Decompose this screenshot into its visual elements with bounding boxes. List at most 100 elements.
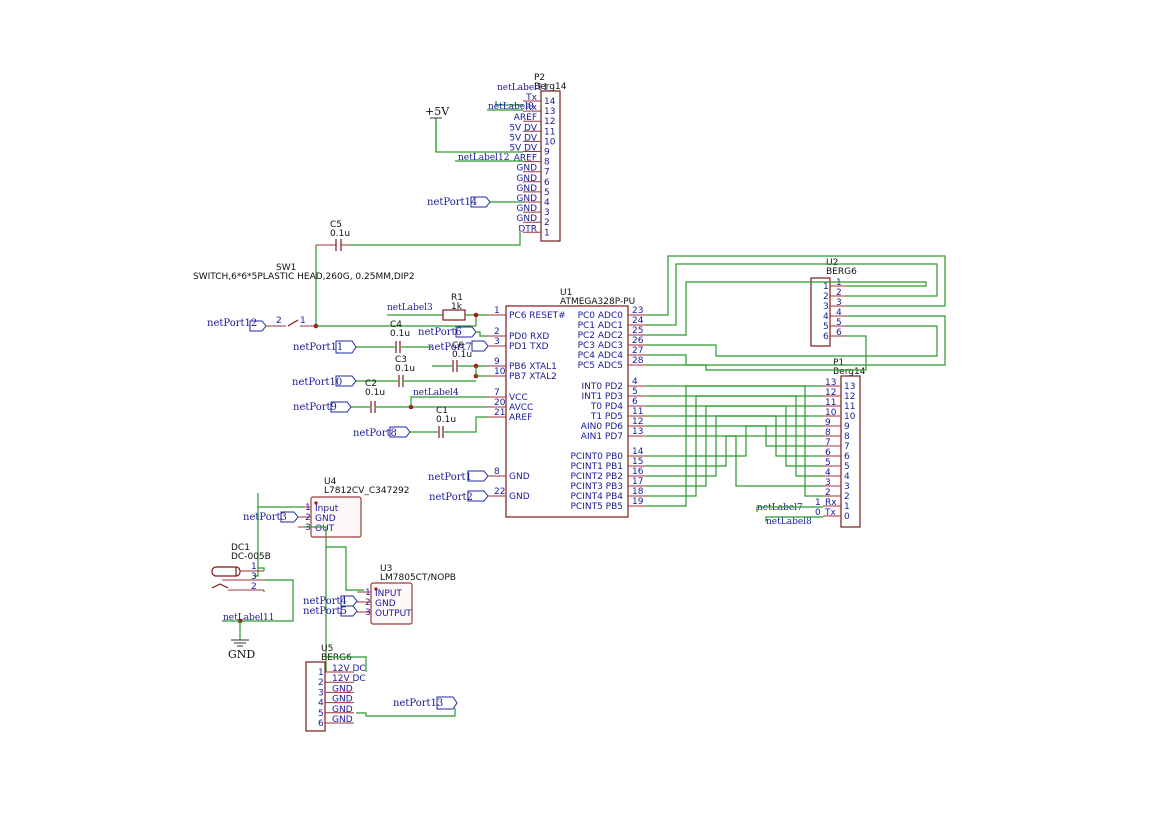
u4-pin-name: Input [315, 504, 339, 514]
u4-pin-number: 2 [305, 513, 311, 523]
u1-pin-number: 10 [494, 367, 506, 377]
svg-text:netLabel11: netLabel11 [223, 613, 275, 623]
u2-pin-number: 2 [823, 292, 829, 302]
svg-text:netLabel7: netLabel7 [757, 503, 803, 513]
svg-text:ATMEGA328P-PU: ATMEGA328P-PU [560, 297, 635, 307]
u1-pin-number: 1 [494, 306, 500, 316]
u1-pin-number: 28 [632, 356, 644, 366]
svg-text:netPort1: netPort1 [428, 472, 472, 483]
p2-value: Berg14 [534, 82, 567, 92]
p1-pin-number: 8 [844, 432, 850, 442]
p2-pin-number: 1 [544, 228, 550, 238]
u5-pin-number: 3 [318, 688, 324, 698]
svg-text:U2: U2 [826, 258, 838, 268]
u1-pin-name: T1 PD5 [590, 412, 623, 422]
ground-symbol: GND netLabel11 [222, 613, 275, 661]
svg-text:P1: P1 [833, 358, 844, 368]
u2-pin-number-outer: 4 [836, 308, 842, 318]
p2-pin-name: GND [516, 174, 537, 184]
p2-pin-number: 8 [544, 158, 550, 168]
p1-pin-number-outer: 8 [825, 428, 831, 438]
svg-text:1k: 1k [451, 302, 463, 312]
u1-pin-number: 8 [494, 467, 500, 477]
svg-text:L7812CV_C347292: L7812CV_C347292 [324, 486, 410, 496]
p1-pin-number-outer: 1 [815, 498, 821, 508]
svg-text:netPort8: netPort8 [353, 428, 397, 439]
u3-pin-number: 3 [365, 608, 371, 618]
u1-pin-number: 6 [632, 397, 638, 407]
u1-pin-name: PC2 ADC2 [578, 331, 623, 341]
u3-pin-name: GND [375, 599, 396, 609]
capacitor-c1: C1 0.1u [410, 406, 488, 438]
vcc-label: +5V [425, 105, 450, 118]
svg-text:netPort2: netPort2 [429, 492, 473, 503]
u1-pin-number: 24 [632, 316, 644, 326]
p1-pin-number: 13 [844, 382, 855, 392]
u2-pin-number-outer: 2 [836, 288, 842, 298]
p2-pin-number: 9 [544, 148, 550, 158]
u1-pin-number: 17 [632, 477, 643, 487]
u1-pin-number: 3 [494, 337, 500, 347]
p2-pin-name: 5V DV [509, 144, 538, 154]
svg-text:netPort4: netPort4 [303, 596, 347, 607]
p2-pin-name: GND [516, 214, 537, 224]
u1-pin-name: PCINT2 PB2 [570, 472, 623, 482]
u1-pin-name: PC0 ADC0 [578, 311, 624, 321]
p1-pin-number-outer: 0 [815, 508, 821, 518]
p2-pin-number: 12 [544, 117, 555, 127]
svg-text:U4: U4 [324, 477, 337, 487]
u5-pin-name: GND [332, 684, 353, 694]
p2-pin-number: 13 [544, 107, 555, 117]
svg-text:U5: U5 [321, 644, 333, 654]
svg-text:0.1u: 0.1u [395, 364, 415, 374]
svg-text:0.1u: 0.1u [452, 350, 472, 360]
svg-text:SWITCH,6*6*5PLASTIC HEAD,260G,: SWITCH,6*6*5PLASTIC HEAD,260G, 0.25MM,DI… [193, 272, 415, 282]
p1-pin-name: Tx [824, 508, 836, 518]
svg-text:netPort14: netPort14 [427, 197, 477, 208]
p2-pin-name: AREF [514, 113, 537, 123]
capacitor-c6: C6 0.1u [432, 341, 488, 379]
u5-pin-name: GND [332, 695, 353, 705]
net-port-5: netPort5 [303, 605, 358, 617]
p1-pin-number: 0 [844, 512, 850, 522]
svg-text:BERG6: BERG6 [321, 653, 352, 663]
u1-pin-name: PC4 ADC4 [578, 351, 624, 361]
p2-pin-name: GND [516, 184, 537, 194]
svg-text:SW1: SW1 [276, 263, 296, 273]
svg-text:C2: C2 [365, 379, 377, 389]
svg-text:R1: R1 [451, 293, 463, 303]
u1-pin-number: 14 [632, 447, 644, 457]
p2-pin-name: 5V DV [509, 123, 538, 133]
u1-pin-name: PC5 ADC5 [578, 361, 623, 371]
svg-text:netLabel8: netLabel8 [766, 517, 812, 527]
net-port-9: netPort9 [293, 401, 352, 413]
net-port-6: netPort6 [418, 326, 488, 338]
net-port-12: netPort12 [207, 318, 267, 332]
p1-pin-number-outer: 2 [825, 488, 831, 498]
svg-text:0.1u: 0.1u [330, 229, 350, 239]
p1-pin-number: 2 [844, 492, 850, 502]
u1-pin-name: PCINT3 PB3 [570, 482, 623, 492]
u5-pin-number: 5 [318, 709, 324, 719]
p1-pin-number-outer: 4 [825, 468, 831, 478]
u1-pin-name: PCINT1 PB1 [570, 462, 623, 472]
p2-pin-number: 7 [544, 168, 550, 178]
p1-pin-number: 6 [844, 452, 850, 462]
p2-pin-number: 10 [544, 137, 556, 147]
p2-pin-name: Tx [525, 93, 537, 103]
u1-pin-name: AREF [509, 413, 532, 423]
u4-pin-name: OUT [315, 524, 335, 534]
net-label-11: netLabel11 [497, 83, 549, 93]
p1-pin-number: 1 [844, 502, 850, 512]
p1-pin-number-outer: 12 [825, 388, 836, 398]
p1-pin-number-outer: 5 [825, 458, 831, 468]
svg-text:2: 2 [276, 316, 282, 326]
adc-wiring [646, 255, 946, 371]
net-port-2: netPort2 [429, 490, 489, 503]
u1-pin-number: 16 [632, 467, 644, 477]
p1-pin-name: Rx [825, 498, 837, 508]
svg-text:1: 1 [251, 562, 257, 572]
p2-pin-name: 5V DV [509, 133, 538, 143]
